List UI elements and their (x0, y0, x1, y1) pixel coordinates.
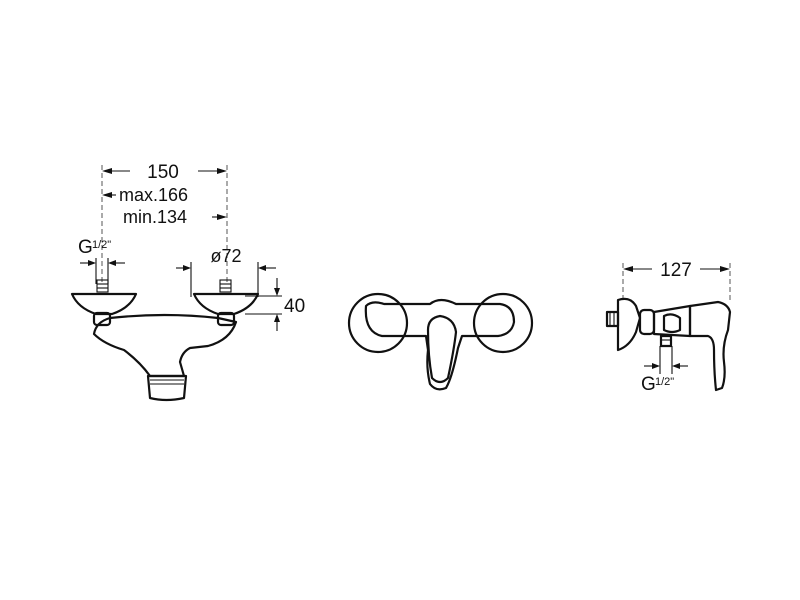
faucet-front-outline (70, 279, 260, 402)
thread-callout-side: G 1/2" (641, 346, 688, 395)
dimension-height-label: 40 (284, 296, 305, 317)
thread-fraction-side: 1/2" (655, 376, 674, 388)
dimension-min: min.134 (123, 207, 227, 227)
dimension-diameter: ø72 (176, 246, 276, 297)
thread-label-side: G (641, 374, 656, 395)
side-view: 127 G 1/2" (605, 260, 732, 395)
dimension-max-label: max.166 (119, 185, 188, 205)
faucet-side-outline (605, 297, 732, 392)
escutcheon-right (472, 292, 534, 354)
dimension-127: 127 (623, 260, 730, 281)
thread-fraction-left: 1/2" (92, 239, 111, 251)
handle-view (347, 292, 534, 391)
dimension-150: 150 (102, 162, 227, 183)
dimension-height: 40 (245, 278, 305, 331)
dimension-diameter-label: ø72 (210, 246, 241, 266)
dimension-depth-label: 127 (660, 260, 692, 281)
mixer-body-top (364, 298, 516, 391)
thread-callout-left: G 1/2" (78, 237, 125, 284)
dimension-min-label: min.134 (123, 207, 187, 227)
front-view: 150 max.166 min.134 G 1/2" ø72 (70, 162, 305, 402)
lever-handle (426, 314, 458, 384)
dimension-max: max.166 (102, 185, 188, 205)
dimension-width-label: 150 (147, 162, 179, 183)
escutcheon-left (347, 292, 409, 354)
thread-label-left: G (78, 237, 93, 258)
